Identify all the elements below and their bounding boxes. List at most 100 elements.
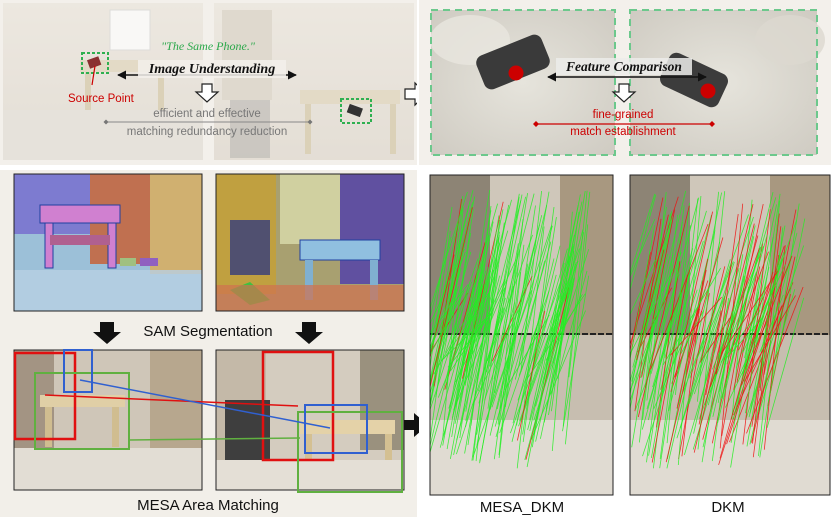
match-line	[456, 307, 505, 455]
dkm-match-lines	[630, 190, 806, 469]
sam-segmentation-label: SAM Segmentation	[143, 323, 272, 340]
match-line	[693, 216, 754, 395]
sam-image-left	[13, 173, 203, 312]
match-line	[717, 309, 746, 424]
match-line	[453, 270, 479, 388]
mismatch-line	[636, 249, 665, 361]
match-line	[529, 205, 579, 431]
match-line	[522, 217, 557, 435]
match-line	[662, 267, 722, 366]
match-line	[514, 260, 546, 380]
match-line	[453, 287, 506, 411]
mismatch-line	[746, 286, 804, 434]
match-line	[489, 302, 515, 410]
match-line	[645, 221, 683, 386]
match-line	[526, 194, 581, 468]
match-line	[499, 290, 550, 434]
match-line	[709, 271, 757, 394]
match-line	[630, 259, 656, 316]
mismatch-line	[727, 251, 769, 360]
zoom-point-right	[700, 83, 716, 99]
mismatch-line	[719, 271, 774, 459]
match-line	[476, 193, 520, 435]
match-line	[562, 190, 588, 427]
mesa-dkm-match-lines	[430, 189, 591, 469]
match-line	[630, 253, 669, 383]
match-line	[446, 209, 474, 384]
match-line	[445, 258, 479, 353]
reduction-line2: matching redundancy reduction	[127, 126, 287, 138]
mesa-area-matching-label: MESA Area Matching	[137, 497, 279, 514]
mesa-dkm-image	[429, 174, 614, 496]
dkm-image	[629, 174, 831, 496]
match-line	[450, 314, 489, 372]
top-right-panel: Feature Comparison fine-grained match es…	[419, 0, 831, 165]
match-line	[721, 234, 768, 398]
dkm-label: DKM	[711, 499, 744, 516]
mismatch-line	[430, 207, 473, 389]
match-line	[430, 191, 468, 310]
match-line	[430, 206, 453, 346]
match-line	[630, 225, 655, 362]
mismatch-line	[759, 226, 782, 391]
match-line	[456, 275, 501, 441]
match-line	[693, 318, 721, 434]
match-line	[680, 310, 704, 354]
match-line	[630, 193, 656, 276]
feature-comparison-label: Feature Comparison	[565, 59, 682, 74]
mismatch-line	[726, 317, 768, 445]
match-line	[535, 261, 577, 442]
match-line	[454, 291, 486, 424]
match-line	[758, 227, 784, 456]
sam-down-arrow-left	[93, 322, 121, 344]
mismatch-line	[742, 209, 771, 445]
match-line	[556, 270, 588, 380]
mismatch-line	[744, 295, 796, 382]
sam-image-right	[215, 173, 405, 312]
match-line	[470, 269, 494, 426]
match-line	[519, 286, 568, 422]
match-line	[759, 200, 781, 388]
match-line	[487, 234, 533, 362]
image-understanding-label: Image Understanding	[148, 62, 275, 77]
match-line	[527, 293, 586, 378]
match-line	[465, 206, 492, 372]
match-line	[684, 268, 740, 456]
mismatch-line	[430, 254, 455, 360]
match-line	[430, 208, 463, 443]
match-line	[759, 294, 784, 353]
match-line	[464, 265, 499, 454]
match-line	[531, 262, 565, 448]
down-hollow-arrow-left	[194, 83, 220, 103]
match-line	[650, 197, 700, 374]
match-line	[652, 248, 694, 388]
match-line	[447, 313, 493, 368]
match-line	[550, 245, 574, 363]
match-line	[522, 207, 555, 443]
match-line	[630, 194, 657, 291]
match-line	[496, 205, 548, 410]
match-line	[530, 274, 557, 377]
mesa-dkm-label: MESA_DKM	[480, 499, 564, 516]
match-line	[724, 316, 765, 361]
match-line	[630, 218, 656, 278]
match-line	[445, 232, 471, 390]
mismatch-line	[715, 223, 755, 375]
match-line	[632, 217, 673, 368]
reduction-line1: efficient and effective	[153, 108, 261, 120]
right-black-arrow	[404, 413, 428, 437]
mismatch-line	[678, 293, 710, 459]
same-phone-quote: "The Same Phone."	[161, 39, 256, 53]
match-line	[529, 281, 561, 421]
match-line	[667, 192, 722, 460]
source-phone-box	[81, 52, 109, 74]
match-line	[476, 292, 505, 446]
match-line	[489, 215, 543, 436]
mismatch-line	[517, 310, 546, 441]
match-line	[430, 289, 457, 351]
mismatch-line	[635, 214, 669, 358]
mismatch-line	[674, 211, 713, 377]
match-line	[510, 289, 563, 434]
mismatch-line	[751, 256, 796, 443]
match-line	[449, 203, 498, 372]
